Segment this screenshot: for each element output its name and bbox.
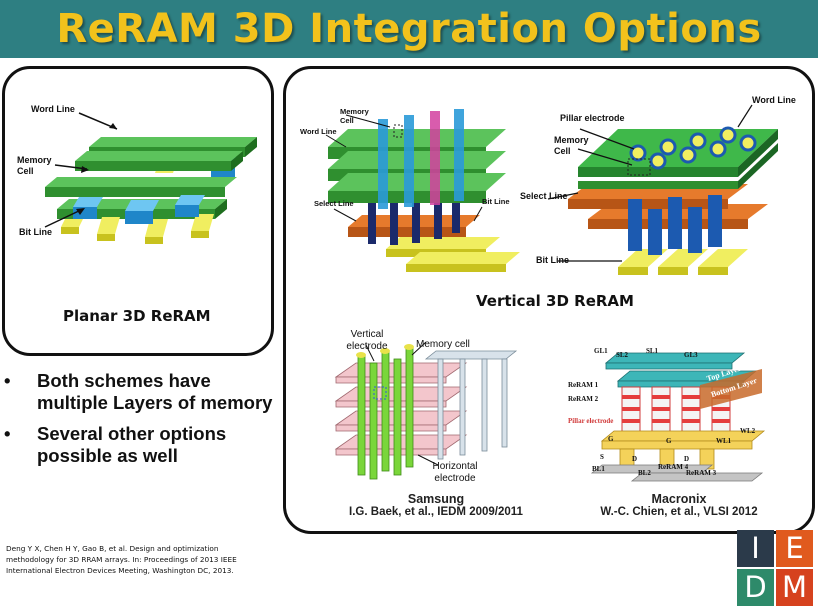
vertical-reram-figure-right: [547, 104, 778, 275]
samsung-memory-cell-label: Memory cell: [416, 339, 470, 350]
vright-select-line-label: Select Line: [520, 191, 568, 201]
iedm-logo: I E D M: [737, 530, 813, 606]
macronix-label-11: G: [608, 435, 614, 443]
vleft-select-line-label: Select Line: [314, 199, 354, 208]
logo-letter: E: [776, 530, 813, 567]
bullet-text: Several other options possible as well: [37, 423, 227, 466]
planar-word-line-label: Word Line: [31, 104, 75, 114]
macronix-label-18: ReRAM 3: [686, 469, 717, 477]
vright-word-line-label: Word Line: [752, 95, 796, 105]
planar-panel: Word Line Memory Cell Bit Line Planar 3D…: [2, 66, 274, 356]
vleft-word-line-label: Word Line: [300, 127, 337, 136]
logo-letter: I: [737, 530, 774, 567]
planar-caption: Planar 3D ReRAM: [63, 307, 211, 325]
macronix-label-3: GL3: [684, 351, 698, 359]
bullet-list: • Both schemes have multiple Layers of m…: [4, 370, 274, 476]
vertical-panel: Memory Cell Word Line Select Line Bit Li…: [283, 66, 815, 534]
macronix-label-13: S: [600, 453, 604, 461]
macronix-label-4: ReRAM 1: [568, 381, 599, 389]
bullet-marker: •: [4, 423, 11, 444]
samsung-company: Samsung: [407, 492, 465, 506]
planar-bit-line-label: Bit Line: [19, 227, 52, 237]
macronix-label-19: D: [684, 455, 690, 463]
macronix-citation: W.-C. Chien, et al., VLSI 2012: [600, 506, 758, 518]
reference-citation: Deng Y X, Chen H Y, Gao B, et al. Design…: [6, 544, 237, 575]
samsung-citation: I.G. Baek, et al., IEDM 2009/2011: [349, 506, 523, 518]
macronix-label-1: SL2: [616, 351, 629, 359]
macronix-label-12: G: [666, 437, 672, 445]
macronix-label-5: ReRAM 2: [568, 395, 599, 403]
macronix-label-8: Pillar electrode: [568, 417, 614, 425]
macronix-company: Macronix: [651, 492, 707, 506]
vright-memory-cell-label: Memory Cell: [554, 135, 589, 156]
samsung-caption: Samsung I.G. Baek, et al., IEDM 2009/201…: [326, 492, 546, 518]
bullet-item: • Several other options possible as well: [4, 423, 274, 467]
macronix-vrram-figure: [590, 352, 766, 482]
vleft-bit-line-label: Bit Line: [482, 197, 510, 206]
macronix-label-9: WL2: [740, 427, 756, 435]
bullet-item: • Both schemes have multiple Layers of m…: [4, 370, 274, 414]
macronix-label-10: WL1: [716, 437, 732, 445]
vright-bit-line-label: Bit Line: [536, 255, 569, 265]
planar-3d-reram-diagram: [44, 112, 257, 244]
macronix-label-2: SL1: [646, 347, 659, 355]
bullet-marker: •: [4, 370, 11, 391]
bullet-text: Both schemes have multiple Layers of mem…: [37, 370, 273, 413]
vertical-reram-figure-left: [325, 109, 520, 272]
macronix-caption: Macronix W.-C. Chien, et al., VLSI 2012: [566, 492, 792, 518]
vright-pillar-electrode-label: Pillar electrode: [560, 113, 625, 123]
macronix-label-16: BL2: [638, 469, 651, 477]
macronix-label-0: GL1: [594, 347, 608, 355]
logo-letter: M: [776, 569, 813, 606]
title-bar: [0, 0, 818, 58]
macronix-label-15: BL1: [592, 465, 605, 473]
slide-title: ReRAM 3D Integration Options: [56, 6, 762, 52]
macronix-label-17: ReRAM 4: [658, 463, 689, 471]
vertical-caption: Vertical 3D ReRAM: [476, 292, 634, 310]
samsung-horizontal-electrode-label: Horizontal electrode: [432, 461, 478, 484]
macronix-label-14: D: [632, 455, 638, 463]
logo-letter: D: [737, 569, 774, 606]
vleft-memory-cell-label: Memory Cell: [340, 107, 369, 125]
samsung-vrram-figure: [334, 341, 518, 480]
planar-memory-cell-label: Memory Cell: [17, 155, 52, 176]
samsung-vertical-electrode-label: Vertical electrode: [346, 329, 388, 352]
